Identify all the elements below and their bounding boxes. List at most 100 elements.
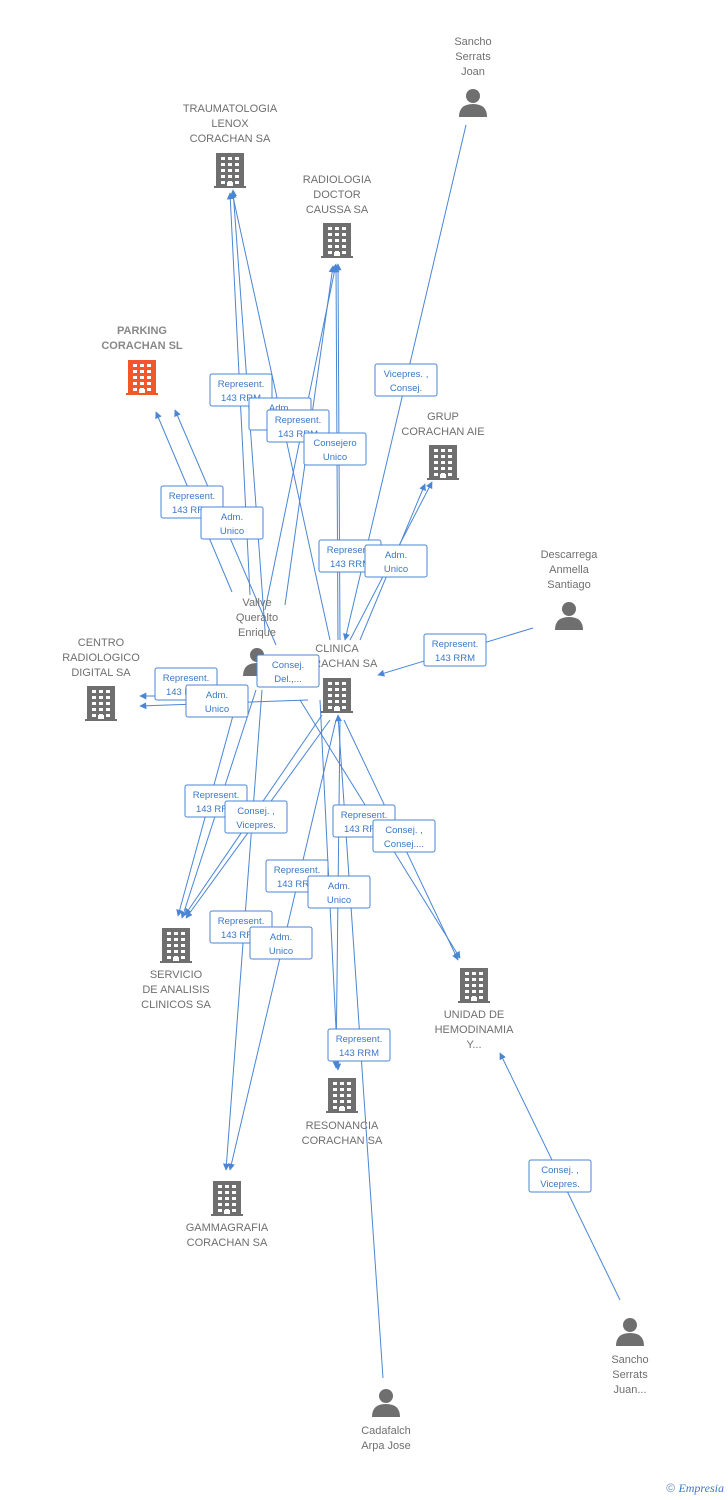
edge-label-text: Represent. (275, 415, 321, 426)
edge-label-l23[interactable]: Consej. , Vicepres. (528, 1159, 592, 1193)
node-label-line: RADIOLOGICO (62, 652, 140, 664)
edge-label-text: Adm. (270, 932, 292, 943)
edge-label-l5[interactable]: Vicepres. ,Consej. (374, 363, 438, 397)
edge-label-box (185, 684, 249, 718)
edge-label-text: Represent. (432, 639, 478, 650)
building-icon (211, 1181, 243, 1216)
edge-label-text: Represent. (218, 916, 264, 927)
footer-brand[interactable]: © Empresia (666, 1481, 724, 1496)
edge-label-text: Consej. (272, 660, 304, 671)
person-node-sancho_juan[interactable]: SanchoSerratsJuan... (611, 1318, 649, 1396)
edge-label-text: Represent. (336, 1034, 382, 1045)
edge-label-text: Vicepres. (540, 1179, 579, 1190)
edge-label-text: Consejero (313, 438, 356, 449)
edge-label-l12[interactable]: Adm. Unico (185, 684, 249, 718)
edge-label-box (327, 1028, 391, 1062)
edge-label-text: 143 RRM (172, 505, 212, 516)
person-icon (616, 1318, 644, 1346)
edge-label-text: Consej. , (385, 825, 423, 836)
edge-label-text: Adm. (206, 690, 228, 701)
node-label-line: DOCTOR (313, 189, 361, 201)
edge-label-box (528, 1159, 592, 1193)
edge-label-text: Unico (327, 895, 351, 906)
node-label-line: Cadafalch (361, 1425, 411, 1437)
node-label-line: Arpa Jose (361, 1440, 411, 1452)
edge-label-box (374, 363, 438, 397)
edge-label-box (364, 544, 428, 578)
edge-label-l22[interactable]: Represent. 143 RRM (327, 1028, 391, 1062)
edge-label-text: Vicepres. (236, 820, 275, 831)
edge-label-text: 143 RRM (221, 393, 261, 404)
edge-label-text: Del.,... (274, 674, 301, 685)
company-node-unidad[interactable]: UNIDAD DEHEMODINAMIAY... (435, 968, 515, 1051)
copyright-icon: © (666, 1481, 676, 1495)
edge-label-box (200, 506, 264, 540)
edge-label-l17[interactable]: Consej. ,Consej.... (372, 819, 436, 853)
node-label-line: CENTRO (78, 637, 125, 649)
edge-label-l21[interactable]: Adm.Unico (249, 926, 313, 960)
node-label-line: CORACHAN SA (302, 1135, 383, 1147)
edge-label-text: 143 RRM (221, 930, 261, 941)
edge-label-text: 143 RRM (339, 1048, 379, 1059)
node-label-line: Y... (466, 1039, 481, 1051)
edge-label-box (249, 926, 313, 960)
building-icon (427, 445, 459, 480)
edge-label-box (423, 633, 487, 667)
edge-label-text: 143 RRM (344, 824, 384, 835)
building-icon (321, 223, 353, 258)
person-icon (459, 89, 487, 117)
edge-labels-layer: Represent.143 RRMAdm.UnicoRepresent.143 … (154, 363, 592, 1193)
person-icon (555, 602, 583, 630)
node-label-line: CAUSSA SA (306, 204, 369, 216)
building-icon (126, 360, 158, 395)
company-node-centro[interactable]: CENTRO RADIOLOGICO DIGITAL SA (62, 637, 140, 721)
company-node-grup[interactable]: GRUP CORACHAN AIE (401, 411, 485, 480)
node-label-line: Vallve (242, 597, 271, 609)
edge-label-l9[interactable]: Adm.Unico (364, 544, 428, 578)
edge-label-l7[interactable]: Adm.Unico (200, 506, 264, 540)
edge-label-l13[interactable]: Consej. Del.,... (256, 654, 320, 688)
edge-label-text: Adm. (328, 881, 350, 892)
node-label-line: CORACHAN SA (187, 1237, 268, 1249)
node-label-line: CORACHAN SA (190, 133, 271, 145)
edge-label-text: Adm. (269, 403, 291, 414)
edge-label-l19[interactable]: Adm. Unico (307, 875, 371, 909)
edge-label-text: Consej. , (237, 806, 275, 817)
edge-label-l10[interactable]: Represent. 143 RRM (423, 633, 487, 667)
node-label-line: Sancho (611, 1354, 648, 1366)
edge-label-text: Unico (205, 704, 229, 715)
building-icon (458, 968, 490, 1003)
edge-label-text: Consej. , (541, 1165, 579, 1176)
edge-label-text: Represent. (274, 865, 320, 876)
node-label-line: DIGITAL SA (71, 667, 131, 679)
company-node-traumatologia[interactable]: TRAUMATOLOGIA LENOX CORACHAN SA (183, 103, 278, 188)
edge-label-text: 143 RRM (196, 804, 236, 815)
node-label-line: TRAUMATOLOGIA (183, 103, 278, 115)
node-label-line: Queralto (236, 612, 278, 624)
edge-label-box (307, 875, 371, 909)
node-label-line: LENOX (211, 118, 249, 130)
node-label-line: Joan (461, 66, 485, 78)
node-label-line: Serrats (455, 51, 491, 63)
edge-label-l15[interactable]: Consej. , Vicepres. (224, 800, 288, 834)
node-label-line: CORACHAN AIE (401, 426, 484, 438)
node-label-line: HEMODINAMIA (435, 1024, 515, 1036)
edge-label-text: Represent. (169, 491, 215, 502)
node-label-line: GRUP (427, 411, 459, 423)
edge-label-text: Consej. (390, 383, 422, 394)
edge-label-text: Represent. (163, 673, 209, 684)
person-icon (372, 1389, 400, 1417)
edge-label-text: 143 RRM (435, 653, 475, 664)
edge-label-box (372, 819, 436, 853)
edge-label-text: Unico (220, 526, 244, 537)
edge-label-text: 143 RRM (330, 559, 370, 570)
